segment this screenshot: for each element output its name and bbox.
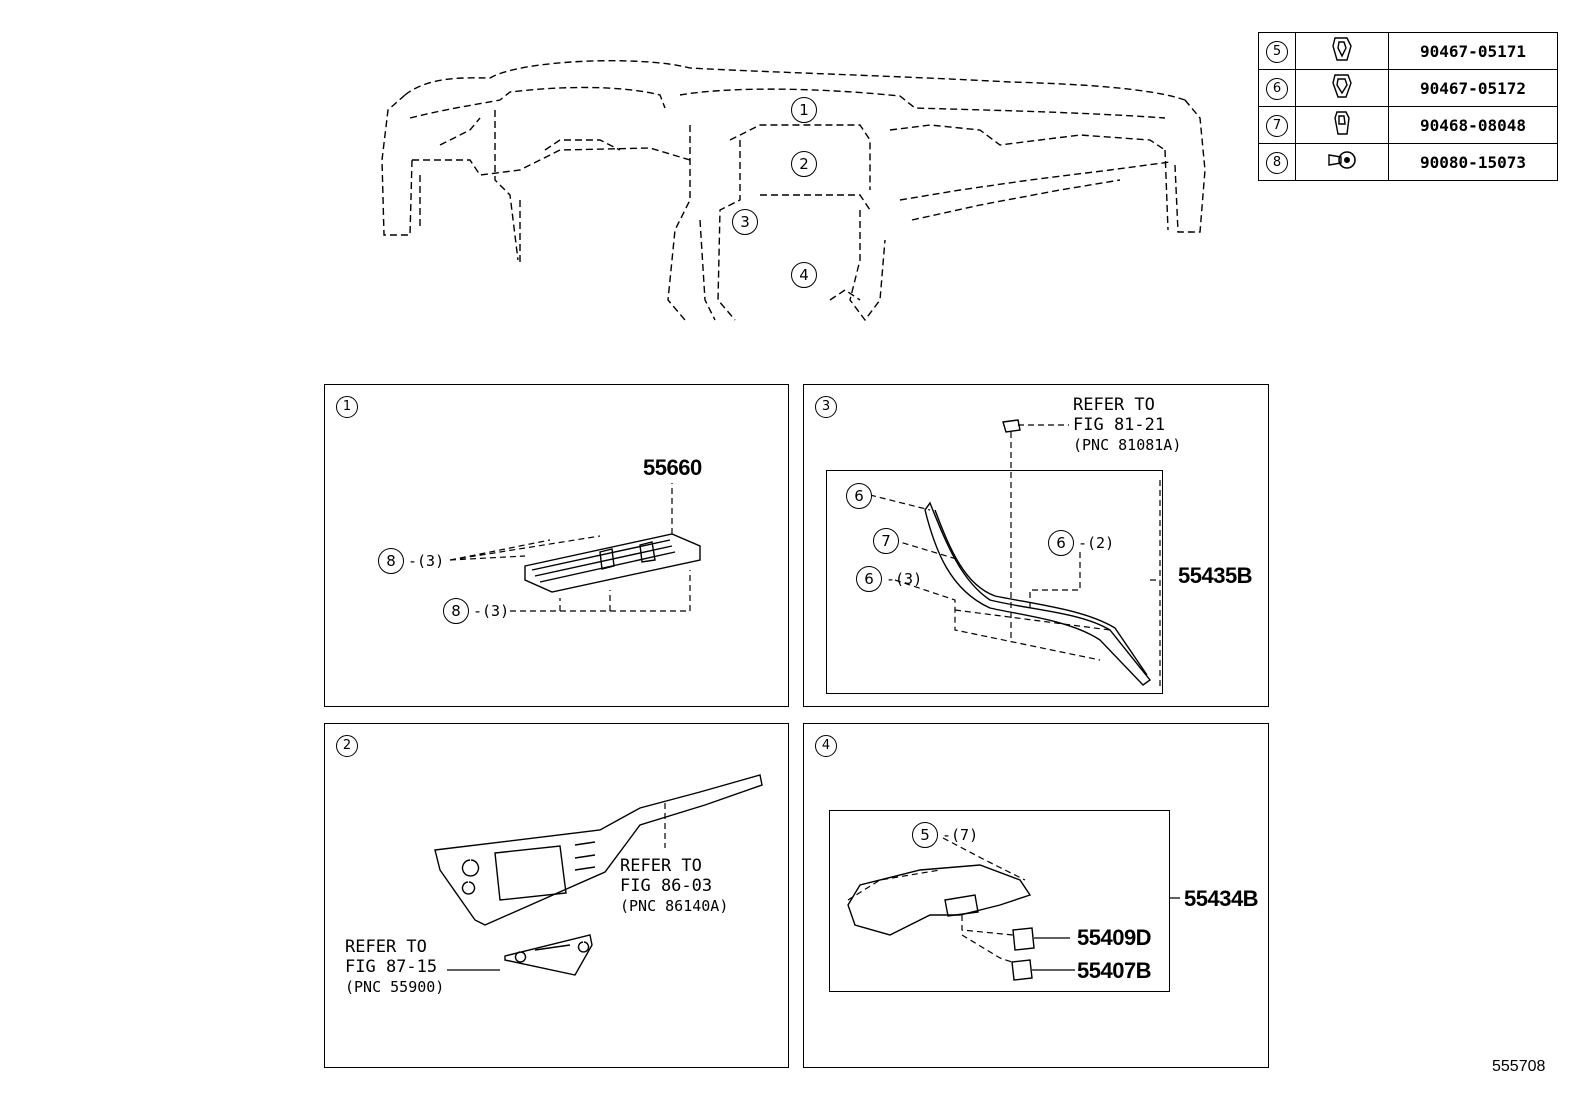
panel-key: 4 xyxy=(815,735,837,757)
part-number: 90080-15073 xyxy=(1388,143,1558,181)
fastener-qty: -(3) xyxy=(408,552,445,570)
fastener-key: 5 xyxy=(1266,40,1288,63)
fastener-qty: -(3) xyxy=(886,570,923,588)
detail-panel-3 xyxy=(803,384,1269,707)
detail-inset xyxy=(829,810,1170,992)
refer-label[interactable]: REFER TO FIG 87-15 (PNC 55900) xyxy=(345,937,444,997)
figure-reference-number: 555708 xyxy=(1492,1058,1546,1075)
clip-icon xyxy=(1334,111,1350,135)
refer-line-2: FIG 87-15 xyxy=(345,957,438,977)
detail-panel-4 xyxy=(803,723,1269,1068)
part-number-label[interactable]: 55434B xyxy=(1184,886,1259,911)
fastener-qty: -(2) xyxy=(1078,534,1115,552)
fastener-row[interactable]: 5 90467-05171 xyxy=(1258,32,1558,70)
refer-line-3: (PNC 55900) xyxy=(345,978,445,996)
refer-label[interactable]: REFER TO FIG 86-03 (PNC 86140A) xyxy=(620,856,728,916)
callout-2[interactable]: 2 xyxy=(791,151,817,177)
fastener-callout-8[interactable]: 8 xyxy=(443,598,469,624)
refer-line-2: FIG 86-03 xyxy=(620,876,713,896)
fastener-row[interactable]: 6 90467-05172 xyxy=(1258,69,1558,107)
screw-icon xyxy=(1328,151,1356,169)
panel-key: 3 xyxy=(815,396,837,418)
panel-key: 1 xyxy=(336,396,358,418)
part-number-label[interactable]: 55660 xyxy=(643,455,702,480)
refer-line-1: REFER TO xyxy=(620,856,702,876)
refer-label[interactable]: REFER TO FIG 81-21 (PNC 81081A) xyxy=(1073,395,1181,455)
part-number-label[interactable]: 55435B xyxy=(1178,563,1253,588)
refer-line-1: REFER TO xyxy=(345,937,427,957)
clip-icon xyxy=(1332,74,1352,98)
callout-1[interactable]: 1 xyxy=(791,97,817,123)
fastener-callout-6[interactable]: 6 xyxy=(856,566,882,592)
fastener-table: 5 90467-05171 6 90467-05172 7 90468-0804… xyxy=(1258,32,1558,181)
fastener-qty: -(3) xyxy=(473,602,510,620)
fastener-callout-5[interactable]: 5 xyxy=(912,822,938,848)
part-number: 90467-05172 xyxy=(1388,69,1558,107)
refer-line-3: (PNC 81081A) xyxy=(1073,436,1182,454)
detail-panel-1 xyxy=(324,384,789,707)
part-number-label[interactable]: 55407B xyxy=(1077,958,1152,983)
fastener-key: 7 xyxy=(1266,114,1288,137)
fastener-key: 8 xyxy=(1266,151,1288,174)
fastener-callout-8[interactable]: 8 xyxy=(378,548,404,574)
fastener-callout-6[interactable]: 6 xyxy=(846,483,872,509)
callout-4[interactable]: 4 xyxy=(791,262,817,288)
callout-3[interactable]: 3 xyxy=(732,209,758,235)
detail-panel-2 xyxy=(324,723,789,1068)
clip-icon xyxy=(1332,37,1352,61)
fastener-callout-6[interactable]: 6 xyxy=(1048,530,1074,556)
fastener-qty: -(7) xyxy=(942,826,979,844)
refer-line-1: REFER TO xyxy=(1073,395,1155,415)
fastener-row[interactable]: 8 90080-15073 xyxy=(1258,143,1558,181)
panel-key: 2 xyxy=(336,735,358,757)
refer-line-3: (PNC 86140A) xyxy=(620,897,729,915)
fastener-key: 6 xyxy=(1266,77,1288,100)
part-number-label[interactable]: 55409D xyxy=(1077,925,1152,950)
fastener-callout-7[interactable]: 7 xyxy=(873,528,899,554)
refer-line-2: FIG 81-21 xyxy=(1073,415,1166,435)
detail-inset xyxy=(826,470,1163,694)
